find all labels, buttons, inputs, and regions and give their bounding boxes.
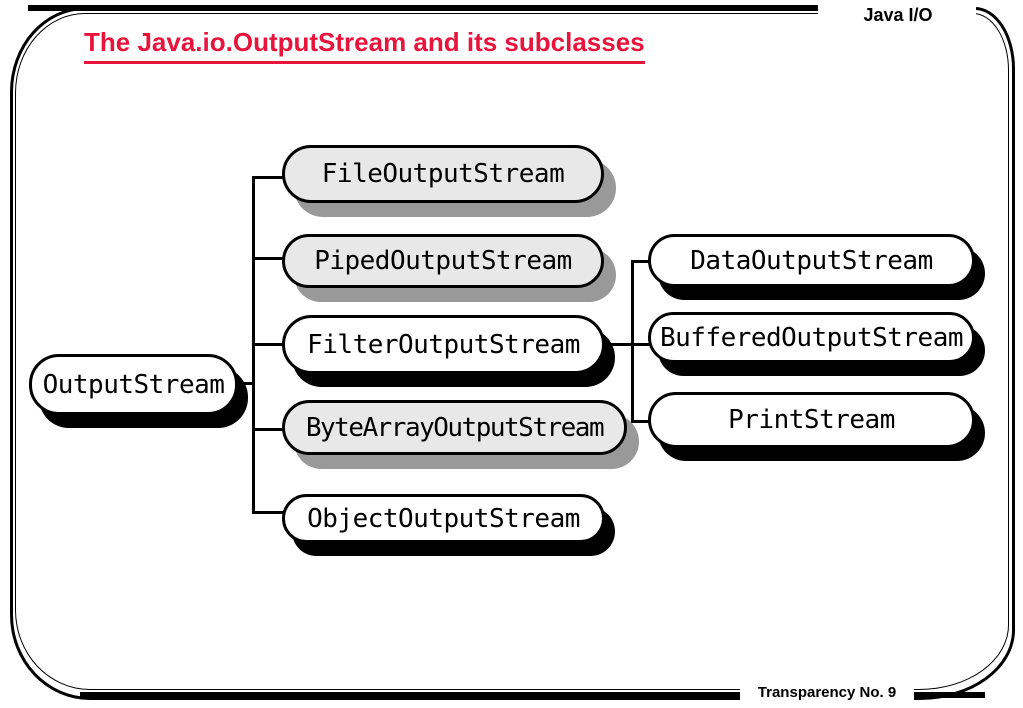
node-filteroutputstream: FilterOutputStream <box>282 315 605 374</box>
slide-title: The Java.io.OutputStream and its subclas… <box>84 27 645 64</box>
connector-trunk-filterstream <box>631 260 634 423</box>
connector-objectoutputstream <box>252 511 284 514</box>
connector-filter-to-buffered <box>603 343 650 346</box>
top-rule <box>28 5 818 11</box>
footer-label-backdrop <box>740 681 914 703</box>
frame-inner-border <box>15 13 1009 690</box>
connector-root-to-trunk <box>236 382 254 385</box>
node-bytearrayoutputstream: ByteArrayOutputStream <box>282 400 627 455</box>
node-objectoutputstream: ObjectOutputStream <box>282 494 605 543</box>
node-printstream: PrintStream <box>648 392 975 448</box>
footer-label: Transparency No. 9 <box>757 684 897 701</box>
connector-dataoutputstream <box>631 260 650 263</box>
node-outputstream: OutputStream <box>29 354 238 415</box>
connector-printstream <box>631 420 650 423</box>
connector-pipedoutputstream <box>252 257 284 260</box>
node-fileoutputstream: FileOutputStream <box>282 145 604 203</box>
header-label: Java I/O <box>863 5 933 25</box>
node-bufferedoutputstream: BufferedOutputStream <box>648 312 975 363</box>
connector-bytearrayoutputstream <box>252 428 284 431</box>
node-dataoutputstream: DataOutputStream <box>648 234 975 287</box>
connector-filteroutputstream <box>252 343 284 346</box>
connector-fileoutputstream <box>252 176 284 179</box>
header-label-backdrop <box>818 0 976 26</box>
bottom-rule <box>80 692 985 698</box>
node-pipedoutputstream: PipedOutputStream <box>282 234 604 288</box>
